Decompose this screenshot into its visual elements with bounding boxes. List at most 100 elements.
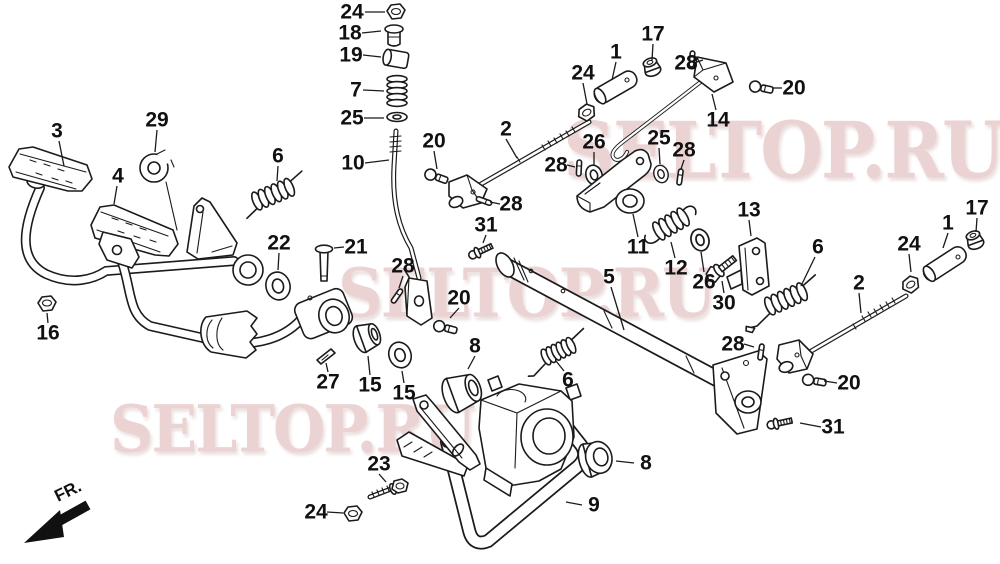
ring-22 [265,271,291,301]
bolt-20-c [747,79,775,97]
leader-line [361,30,382,34]
gearshift-pedal [90,204,354,359]
bolt-30 [705,254,738,283]
part-label-1: 1 [942,212,954,235]
part-label-6: 6 [812,236,824,259]
nut-24-c [898,272,924,297]
leader-line [700,251,705,273]
part-label-24: 24 [340,1,364,24]
leader-line [799,422,822,428]
leader-line [858,292,862,314]
leader-line [362,89,385,92]
leader-line [800,256,816,287]
brake-rod-2-right [776,293,909,374]
bushing-15-b [387,341,413,369]
part-label-16: 16 [36,322,59,345]
part-label-11: 11 [627,236,650,259]
part-label-9: 9 [588,494,600,517]
part-label-8: 8 [640,452,652,475]
spring-7 [386,74,408,108]
part-label-20: 20 [422,130,445,153]
leader-line [565,501,583,506]
leader-line [113,185,118,205]
washer-25-top [386,111,408,123]
leader-line [696,59,704,63]
bushing-8-a [441,373,483,414]
pedal-box-bracket [478,375,582,497]
part-label-19: 19 [339,44,362,67]
nut-24-b [574,100,600,125]
leader-line [566,164,576,168]
pedal-rubber-pad [200,310,258,359]
leader-line [277,252,280,271]
washer-25-b [650,162,672,186]
part-label-28: 28 [721,333,745,356]
part-label-24: 24 [304,501,328,524]
part-label-27: 27 [316,371,339,394]
part-label-4: 4 [112,165,124,188]
part-label-21: 21 [344,236,368,259]
leader-line [489,201,501,205]
brake-pedal [8,146,264,286]
leader-line [482,234,487,244]
leader-line [326,511,344,514]
part-label-7: 7 [350,79,362,102]
leader-line [325,362,329,373]
part-label-29: 29 [145,109,168,132]
leader-line [401,370,405,384]
part-label-25: 25 [647,127,671,150]
leader-line [46,312,49,324]
washer-26-b [687,225,713,255]
leader-line [680,159,685,170]
part-label-17: 17 [965,197,988,220]
leader-line [743,343,755,348]
leader-line [942,232,949,249]
bolt-31-b [765,414,794,432]
leader-line [58,140,65,167]
leader-line [362,54,382,58]
brake-rod-14 [610,56,734,162]
leader-line [367,355,371,376]
part-label-15: 15 [392,382,416,405]
bolt-31-a [466,240,496,263]
part-label-10: 10 [341,152,364,175]
leader-line [555,360,565,372]
leader-line [610,286,625,331]
return-spring-left [246,170,303,220]
part-label-24: 24 [571,62,595,85]
fr-label: FR. [51,477,84,506]
leader-line [651,43,654,61]
part-label-6: 6 [562,369,574,392]
bolt-23 [367,478,409,500]
grommet-8-b [577,440,613,478]
cotter-pin-28-e [575,159,583,177]
leader-line [276,165,279,182]
nut-17-b [965,230,985,251]
leader-line [433,150,438,170]
part-label-5: 5 [603,266,615,289]
leader-line [154,129,158,153]
leader-line [658,147,661,165]
leader-line [333,246,345,249]
joint-1-right [922,246,967,283]
leader-line [615,460,635,464]
part-label-31: 31 [821,416,845,439]
part-label-14: 14 [706,109,730,132]
nut-24-d [343,505,363,522]
leader-line [582,82,588,105]
bolt-20-d [800,372,828,390]
part-label-28: 28 [674,52,698,75]
bushing-15-a [352,322,382,354]
bushing-19 [382,48,410,70]
nut-17-a [642,57,662,78]
hanger-bracket [396,394,481,477]
leader-line [398,275,404,289]
part-label-2: 2 [853,272,865,295]
leader-line [721,280,725,294]
cotter-pin-28-a [389,287,405,305]
part-label-18: 18 [338,22,362,45]
shift-rod-10 [389,128,433,326]
